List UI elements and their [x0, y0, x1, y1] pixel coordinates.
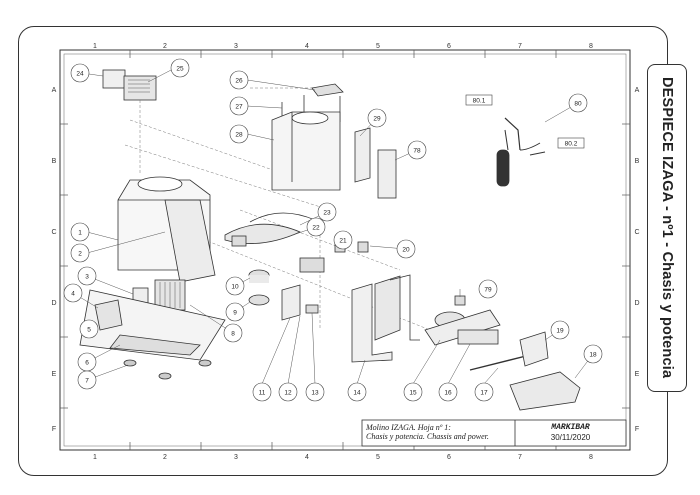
grid-row-label: E — [635, 371, 640, 378]
part-79 — [454, 295, 466, 306]
callout-4: 4 — [71, 291, 75, 298]
callout-78: 78 — [413, 148, 421, 155]
callout-8: 8 — [231, 331, 235, 338]
callout-2: 2 — [78, 251, 82, 258]
grid-row-label: E — [52, 371, 57, 378]
grid-row-label: F — [635, 426, 639, 433]
part-17-rod — [469, 354, 531, 371]
grid-row-label: C — [51, 229, 56, 236]
callout-16: 16 — [444, 390, 452, 397]
part-78-plate — [377, 149, 397, 199]
callout-28: 28 — [235, 132, 243, 139]
part-80-handle — [496, 149, 510, 187]
callout-5: 5 — [87, 327, 91, 334]
grid-col-label: 8 — [589, 454, 593, 461]
callout-24: 24 — [76, 71, 84, 78]
side-title-wrap: DESPIECE IZAGA - nº1 - Chasis y potencia — [648, 65, 686, 391]
callout-15: 15 — [409, 390, 417, 397]
callout-21: 21 — [339, 238, 347, 245]
callout-1: 1 — [78, 230, 82, 237]
callout-18: 18 — [589, 352, 597, 359]
callout-27: 27 — [235, 104, 243, 111]
callout-3: 3 — [85, 274, 89, 281]
grid-ticks — [60, 50, 630, 450]
grid-col-label: 3 — [234, 43, 238, 50]
exploded-parts — [79, 69, 581, 411]
callout-6: 6 — [85, 360, 89, 367]
callout-29: 29 — [373, 116, 381, 123]
part-18-tray — [509, 371, 581, 411]
callout-11: 11 — [259, 390, 266, 397]
title-block-date: 30/11/2020 — [550, 433, 591, 442]
callout-80-1: 80.1 — [473, 98, 486, 105]
part-14-frame — [351, 283, 393, 363]
part-11-board — [281, 284, 301, 321]
part-16-shaft — [457, 329, 499, 345]
grid-col-label: 2 — [163, 43, 167, 50]
grid-row-label: A — [635, 87, 640, 94]
title-block-company: MARKIBAR — [551, 423, 590, 432]
part-26-cap — [311, 83, 344, 97]
callout-13: 13 — [311, 390, 319, 397]
callout-17: 17 — [480, 390, 488, 397]
callout-14: 14 — [353, 390, 361, 397]
callout-7: 7 — [85, 378, 89, 385]
side-title-tab: DESPIECE IZAGA - nº1 - Chasis y potencia — [647, 64, 687, 392]
grid-col-label: 5 — [376, 43, 380, 50]
grid-row-label: D — [51, 300, 56, 307]
grid-col-label: 6 — [447, 454, 451, 461]
sheet-title: DESPIECE IZAGA - nº1 - Chasis y potencia — [659, 77, 675, 379]
part-24-block — [102, 69, 126, 89]
part-28-housing — [271, 111, 341, 191]
grid-col-label: 7 — [518, 43, 522, 50]
callout-10: 10 — [231, 284, 239, 291]
grid-row-label: B — [52, 158, 57, 165]
grid-row-label: D — [634, 300, 639, 307]
grid-col-label: 5 — [376, 454, 380, 461]
title-block — [361, 419, 627, 447]
part-9-pulley — [248, 294, 270, 306]
callout-balloons: 24 25 26 27 28 29 78 80.1 80 80.2 1 2 23… — [63, 58, 603, 402]
grid-col-label: 1 — [93, 43, 97, 50]
grid-col-label: 7 — [518, 454, 522, 461]
grid-col-label: 2 — [163, 454, 167, 461]
grid-col-label: 1 — [93, 454, 97, 461]
part-7-foot — [123, 359, 137, 367]
callout-12: 12 — [284, 390, 292, 397]
callout-9: 9 — [233, 310, 237, 317]
grid-row-label: A — [52, 87, 57, 94]
grid-row-label: B — [635, 158, 640, 165]
drawing-inner-border — [63, 53, 627, 447]
grid-col-label: 6 — [447, 43, 451, 50]
callout-25: 25 — [176, 66, 184, 73]
grid-row-label: F — [52, 426, 56, 433]
callout-26: 26 — [235, 78, 243, 85]
grid-col-label: 8 — [589, 43, 593, 50]
title-block-description-1: Molino IZAGA. Hoja nº 1: — [366, 423, 451, 432]
callout-23: 23 — [323, 210, 331, 217]
title-block-description-2: Chasis y potencia. Chassis and power. — [366, 432, 489, 441]
callout-79: 79 — [484, 287, 492, 294]
callout-80: 80 — [574, 101, 582, 108]
part-19-bracket — [519, 331, 549, 367]
callout-19: 19 — [556, 328, 564, 335]
grid-col-label: 4 — [305, 43, 309, 50]
grid-row-label: C — [634, 229, 639, 236]
callout-20: 20 — [402, 247, 410, 254]
callout-80-2: 80.2 — [565, 141, 578, 148]
part-6-bracket — [109, 334, 201, 356]
drawing-border — [59, 49, 631, 451]
grid-col-label: 3 — [234, 454, 238, 461]
part-4-switch — [94, 299, 123, 331]
part-29-plate — [354, 127, 371, 183]
callout-22: 22 — [312, 225, 320, 232]
grid-col-label: 4 — [305, 454, 309, 461]
